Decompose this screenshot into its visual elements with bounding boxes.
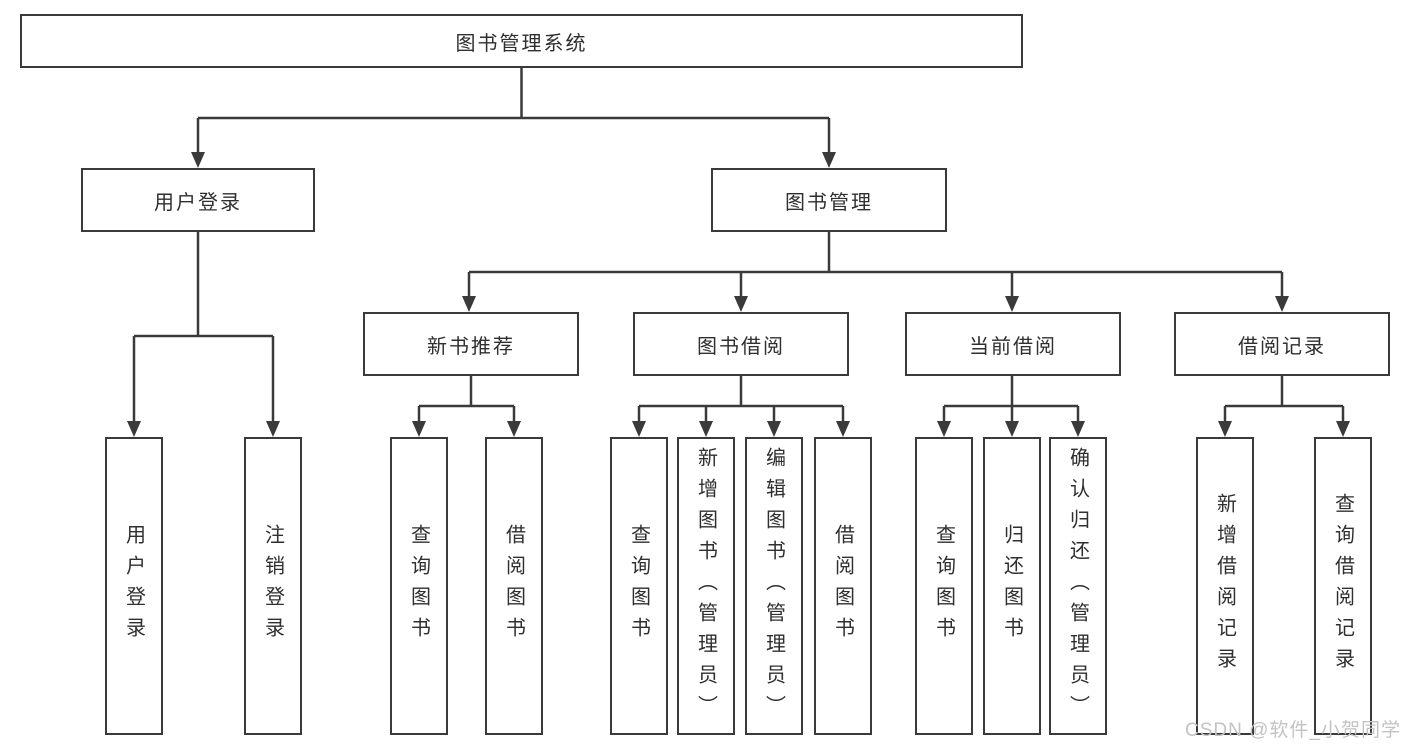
arrow-leaf-confirm-return <box>1071 421 1085 437</box>
leaf-confirm-return-admin-label: 确认归还（管理员） <box>1066 446 1089 726</box>
arrow-borrow-records <box>1275 296 1289 312</box>
leaf-query-books-2-label: 查询图书 <box>627 524 650 648</box>
arrow-leaf-query-borrow-record <box>1336 421 1350 437</box>
connector-book-borrow <box>637 376 845 423</box>
leaf-edit-book-admin: 编辑图书（管理员） <box>745 437 803 735</box>
connector-current-borrow <box>942 376 1080 423</box>
leaf-logout: 注销登录 <box>244 437 302 735</box>
leaf-query-books-3: 查询图书 <box>915 437 973 735</box>
node-current-borrow: 当前借阅 <box>905 312 1121 376</box>
leaf-borrow-books-1: 借阅图书 <box>485 437 543 735</box>
watermark: CSDN @软件_小贺同学 <box>1185 720 1401 741</box>
node-borrow-records-label: 借阅记录 <box>1238 335 1326 358</box>
node-book-management-label: 图书管理 <box>785 191 873 214</box>
leaf-user-login: 用户登录 <box>105 437 163 735</box>
leaf-add-borrow-record: 新增借阅记录 <box>1196 437 1254 735</box>
leaf-add-book-admin: 新增图书（管理员） <box>677 437 735 735</box>
leaf-add-borrow-record-label: 新增借阅记录 <box>1213 493 1236 679</box>
leaf-borrow-books-2: 借阅图书 <box>814 437 872 735</box>
arrowheads <box>127 152 1350 437</box>
node-root: 图书管理系统 <box>20 14 1023 68</box>
arrow-leaf-return-book <box>1005 421 1019 437</box>
leaf-query-borrow-record-label: 查询借阅记录 <box>1331 493 1354 679</box>
leaf-borrow-books-1-label: 借阅图书 <box>502 524 525 648</box>
leaf-logout-label: 注销登录 <box>261 524 284 648</box>
node-borrow-records: 借阅记录 <box>1174 312 1390 376</box>
arrow-leaf-borrow-books-2 <box>836 421 850 437</box>
leaf-query-books-1: 查询图书 <box>390 437 448 735</box>
leaf-return-book: 归还图书 <box>983 437 1041 735</box>
leaf-borrow-books-2-label: 借阅图书 <box>831 524 854 648</box>
node-new-book-recommend: 新书推荐 <box>363 312 579 376</box>
arrow-book-management <box>822 152 836 168</box>
arrow-leaf-query-books-1 <box>412 421 426 437</box>
arrow-user-login <box>191 152 205 168</box>
node-root-label: 图书管理系统 <box>455 32 588 55</box>
node-book-borrow: 图书借阅 <box>633 312 849 376</box>
arrow-leaf-add-borrow-record <box>1218 421 1232 437</box>
arrow-leaf-edit-book <box>767 421 781 437</box>
connector-root <box>196 68 831 154</box>
node-new-book-recommend-label: 新书推荐 <box>427 335 515 358</box>
connector-new-book-recommend <box>417 376 516 423</box>
leaf-edit-book-admin-label: 编辑图书（管理员） <box>762 446 785 726</box>
leaf-query-books-2: 查询图书 <box>610 437 668 735</box>
node-book-management: 图书管理 <box>711 168 947 232</box>
connector-user-login <box>132 232 275 423</box>
arrow-book-borrow <box>734 296 748 312</box>
connector-book-management <box>467 232 1284 298</box>
arrow-leaf-add-book <box>699 421 713 437</box>
leaf-query-books-3-label: 查询图书 <box>932 524 955 648</box>
leaf-add-book-admin-label: 新增图书（管理员） <box>694 446 717 726</box>
node-book-borrow-label: 图书借阅 <box>697 335 785 358</box>
node-user-login-label: 用户登录 <box>154 191 242 214</box>
arrow-leaf-logout <box>266 421 280 437</box>
arrow-leaf-query-books-3 <box>937 421 951 437</box>
leaf-query-borrow-record: 查询借阅记录 <box>1314 437 1372 735</box>
node-user-login: 用户登录 <box>81 168 315 232</box>
leaf-confirm-return-admin: 确认归还（管理员） <box>1049 437 1107 735</box>
leaf-return-book-label: 归还图书 <box>1000 524 1023 648</box>
arrow-leaf-user-login <box>127 421 141 437</box>
arrow-leaf-borrow-books-1 <box>507 421 521 437</box>
arrow-current-borrow <box>1005 296 1019 312</box>
connector-borrow-records <box>1223 376 1345 423</box>
arrow-new-book-recommend <box>462 296 476 312</box>
node-current-borrow-label: 当前借阅 <box>969 335 1057 358</box>
leaf-user-login-label: 用户登录 <box>122 524 145 648</box>
leaf-query-books-1-label: 查询图书 <box>407 524 430 648</box>
arrow-leaf-query-books-2 <box>632 421 646 437</box>
